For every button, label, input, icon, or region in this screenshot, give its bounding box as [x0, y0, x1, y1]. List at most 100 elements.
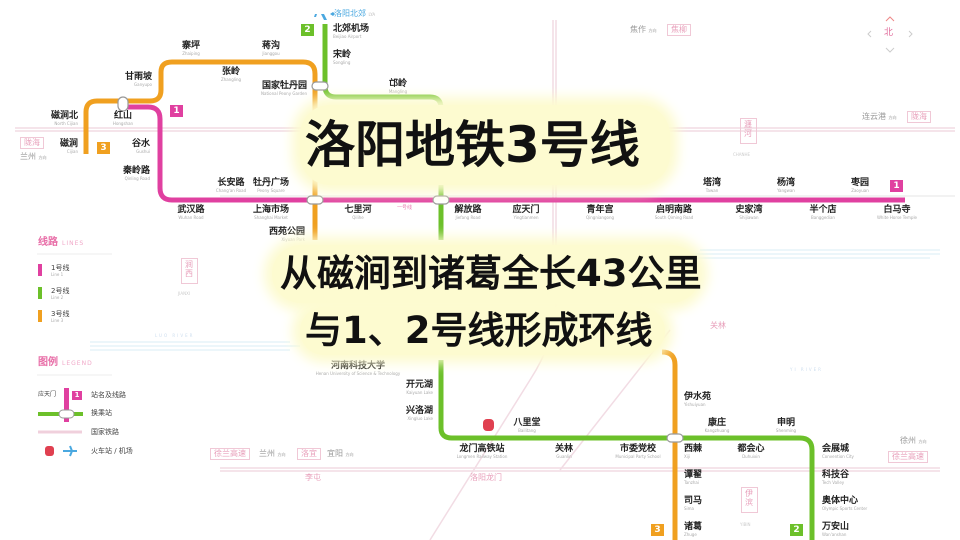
luo-river-label: LUO RIVER: [155, 333, 195, 338]
station-name: 开元湖: [405, 380, 433, 390]
station-name: 磁涧北: [50, 111, 78, 121]
station-name: 邙岭: [388, 79, 407, 89]
longhai-rail-tag-west: 陇海: [20, 137, 44, 149]
station-name: 七里河: [344, 205, 372, 215]
station-name-en: National Peony Garden: [261, 91, 307, 96]
interchange-jiefang-road[interactable]: [432, 195, 450, 205]
station-name-en: North Cijian: [54, 121, 78, 126]
station-name: 科技谷: [822, 470, 850, 480]
overlay-title: 洛阳地铁3号线: [305, 116, 640, 174]
station-name: 武汉路: [177, 205, 205, 215]
station-name: 秦岭路: [122, 166, 150, 176]
station-name-en: Wan'anshan: [822, 532, 847, 537]
station-name: 半个店: [809, 205, 837, 215]
legend-train-icon: [45, 446, 54, 456]
station-name: 河南科技大学: [330, 361, 386, 371]
station-name-en: Municipal Party School: [615, 454, 661, 459]
station-name-en: Xingluo Lake: [407, 416, 433, 421]
legend-line1-swatch: [38, 264, 42, 276]
interchange-hongshan[interactable]: [117, 96, 129, 112]
guanlin-rail-station: 关林: [710, 321, 726, 330]
legend-national-rail: 国家铁路: [91, 428, 119, 436]
direction-label: 方向: [888, 115, 897, 120]
station-name: 康庄: [707, 418, 726, 428]
station-name: 蒋沟: [261, 41, 281, 51]
station-name-en: Jianggou: [262, 51, 280, 56]
station-name-en: Kaiyuan Lake: [406, 390, 433, 395]
station-name: 甘雨坡: [124, 72, 152, 82]
station-name-en: Zaoyuan: [851, 188, 869, 193]
city-yiyang: 宜阳: [327, 449, 343, 458]
interchange-xiji[interactable]: [666, 433, 684, 443]
xuzhou-direction: 徐州 方向: [900, 437, 927, 445]
xulan-rail-tag-east: 徐兰高速: [888, 451, 928, 463]
station-name-en: Chang'an Road: [215, 188, 247, 193]
interchange-peony-square[interactable]: [306, 195, 324, 205]
district-yibin-en: YIBIN: [740, 522, 751, 527]
station-name-en: Guanlin: [556, 454, 572, 459]
interchange-peony-garden[interactable]: [311, 81, 329, 91]
legend-label: 1号线: [51, 264, 70, 272]
station-name-en: Shenming: [775, 428, 797, 433]
jiaoliu-rail-tag: 焦柳: [667, 24, 691, 36]
station-name: 申明: [776, 418, 795, 428]
station-name: 杨湾: [776, 178, 796, 188]
station-name-en: Shijiawan: [739, 215, 759, 220]
legend-line3-swatch: [38, 310, 42, 322]
station-name: 长安路: [217, 178, 245, 188]
station-name-en: White Horse Temple: [876, 215, 918, 220]
station-name-en: Yishuiyuan: [684, 402, 706, 407]
